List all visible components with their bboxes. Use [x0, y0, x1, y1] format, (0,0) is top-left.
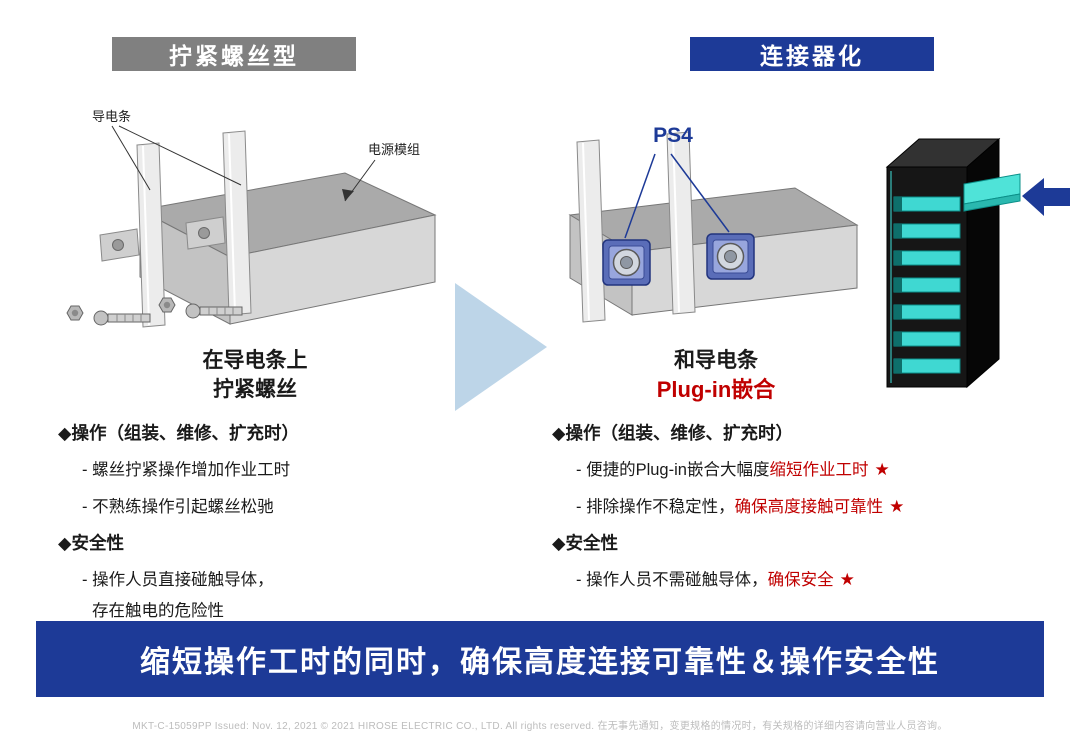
- inserting-module: [963, 173, 1021, 212]
- left-caption-line1: 在导电条上: [202, 349, 308, 372]
- right-caption-line1: 和导电条: [674, 349, 758, 372]
- star-icon: ★: [889, 497, 905, 516]
- power-module-label: 电源模组: [368, 142, 421, 157]
- busbar-label: 导电条: [92, 109, 132, 124]
- transition-arrow-icon: [455, 283, 547, 411]
- ps4-connector-1: [602, 239, 651, 286]
- busbar-1: [136, 142, 166, 328]
- right-operation-title: ◆操作（组装、维修、扩充时）: [552, 423, 793, 443]
- callout-lines: [111, 125, 376, 202]
- left-safety-title: ◆安全性: [58, 533, 124, 553]
- nut-icon: [66, 297, 176, 321]
- bolt-icon: [93, 303, 243, 326]
- left-safety-item-1-cont: 存在触电的危险性: [92, 602, 224, 620]
- terminal-bracket-2: [185, 216, 226, 250]
- battery-rack-illustration: [885, 137, 1070, 389]
- right-op-item-2-text: - 排除操作不稳定性，: [576, 498, 735, 516]
- power-module-box: [138, 172, 437, 325]
- right-safety-item-1: - 操作人员不需碰触导体，确保安全 ★: [576, 566, 1062, 590]
- left-op-item-2: - 不熟练操作引起螺丝松驰: [82, 498, 274, 516]
- connector-type-diagram: [568, 131, 859, 323]
- busbar-1: [576, 139, 606, 323]
- right-op-item-1: - 便捷的Plug-in嵌合大幅度缩短作业工时 ★: [576, 456, 1062, 480]
- right-header: 连接器化: [690, 37, 934, 71]
- right-op-item-2: - 排除操作不稳定性，确保高度接触可靠性 ★: [576, 493, 1062, 517]
- left-bullets: ◆操作（组装、维修、扩充时） - 螺丝拧紧操作增加作业工时 - 不熟练操作引起螺…: [58, 420, 518, 634]
- footer-note: MKT-C-15059PP Issued: Nov. 12, 2021 © 20…: [132, 721, 948, 732]
- callout-lines: [624, 153, 730, 239]
- right-safety-item-1-highlight: 确保安全: [767, 571, 834, 589]
- busbar-2: [222, 130, 252, 316]
- star-icon: ★: [839, 570, 855, 589]
- left-operation-title: ◆操作（组装、维修、扩充时）: [58, 423, 299, 443]
- right-safety-title: ◆安全性: [552, 533, 618, 553]
- conclusion-banner: 缩短操作工时的同时，确保高度连接可靠性＆操作安全性: [36, 621, 1044, 697]
- star-icon: ★: [874, 460, 890, 479]
- screw-type-diagram: [66, 125, 437, 328]
- right-op-item-1-highlight: 缩短作业工时: [769, 461, 869, 479]
- rack-modules: [893, 196, 961, 374]
- right-caption: 和导电条 Plug-in嵌合: [591, 346, 841, 404]
- left-op-item-1: - 螺丝拧紧操作增加作业工时: [82, 461, 291, 479]
- left-safety-item-1: - 操作人员直接碰触导体，: [82, 571, 274, 589]
- insert-arrow-icon: [1022, 178, 1070, 216]
- ps4-connector-2: [706, 233, 755, 280]
- left-header: 拧紧螺丝型: [112, 37, 356, 71]
- terminal-bracket-1: [99, 228, 140, 262]
- ps4-label: PS4: [653, 124, 693, 147]
- right-safety-item-1-text: - 操作人员不需碰触导体，: [576, 571, 768, 589]
- right-op-item-2-highlight: 确保高度接触可靠性: [734, 498, 884, 516]
- right-caption-line2: Plug-in嵌合: [656, 377, 776, 402]
- right-op-item-1-text: - 便捷的Plug-in嵌合大幅度: [576, 461, 770, 479]
- left-caption: 在导电条上 拧紧螺丝: [130, 346, 380, 404]
- right-bullets: ◆操作（组装、维修、扩充时） - 便捷的Plug-in嵌合大幅度缩短作业工时★ …: [552, 420, 1062, 603]
- left-caption-line2: 拧紧螺丝: [213, 378, 297, 401]
